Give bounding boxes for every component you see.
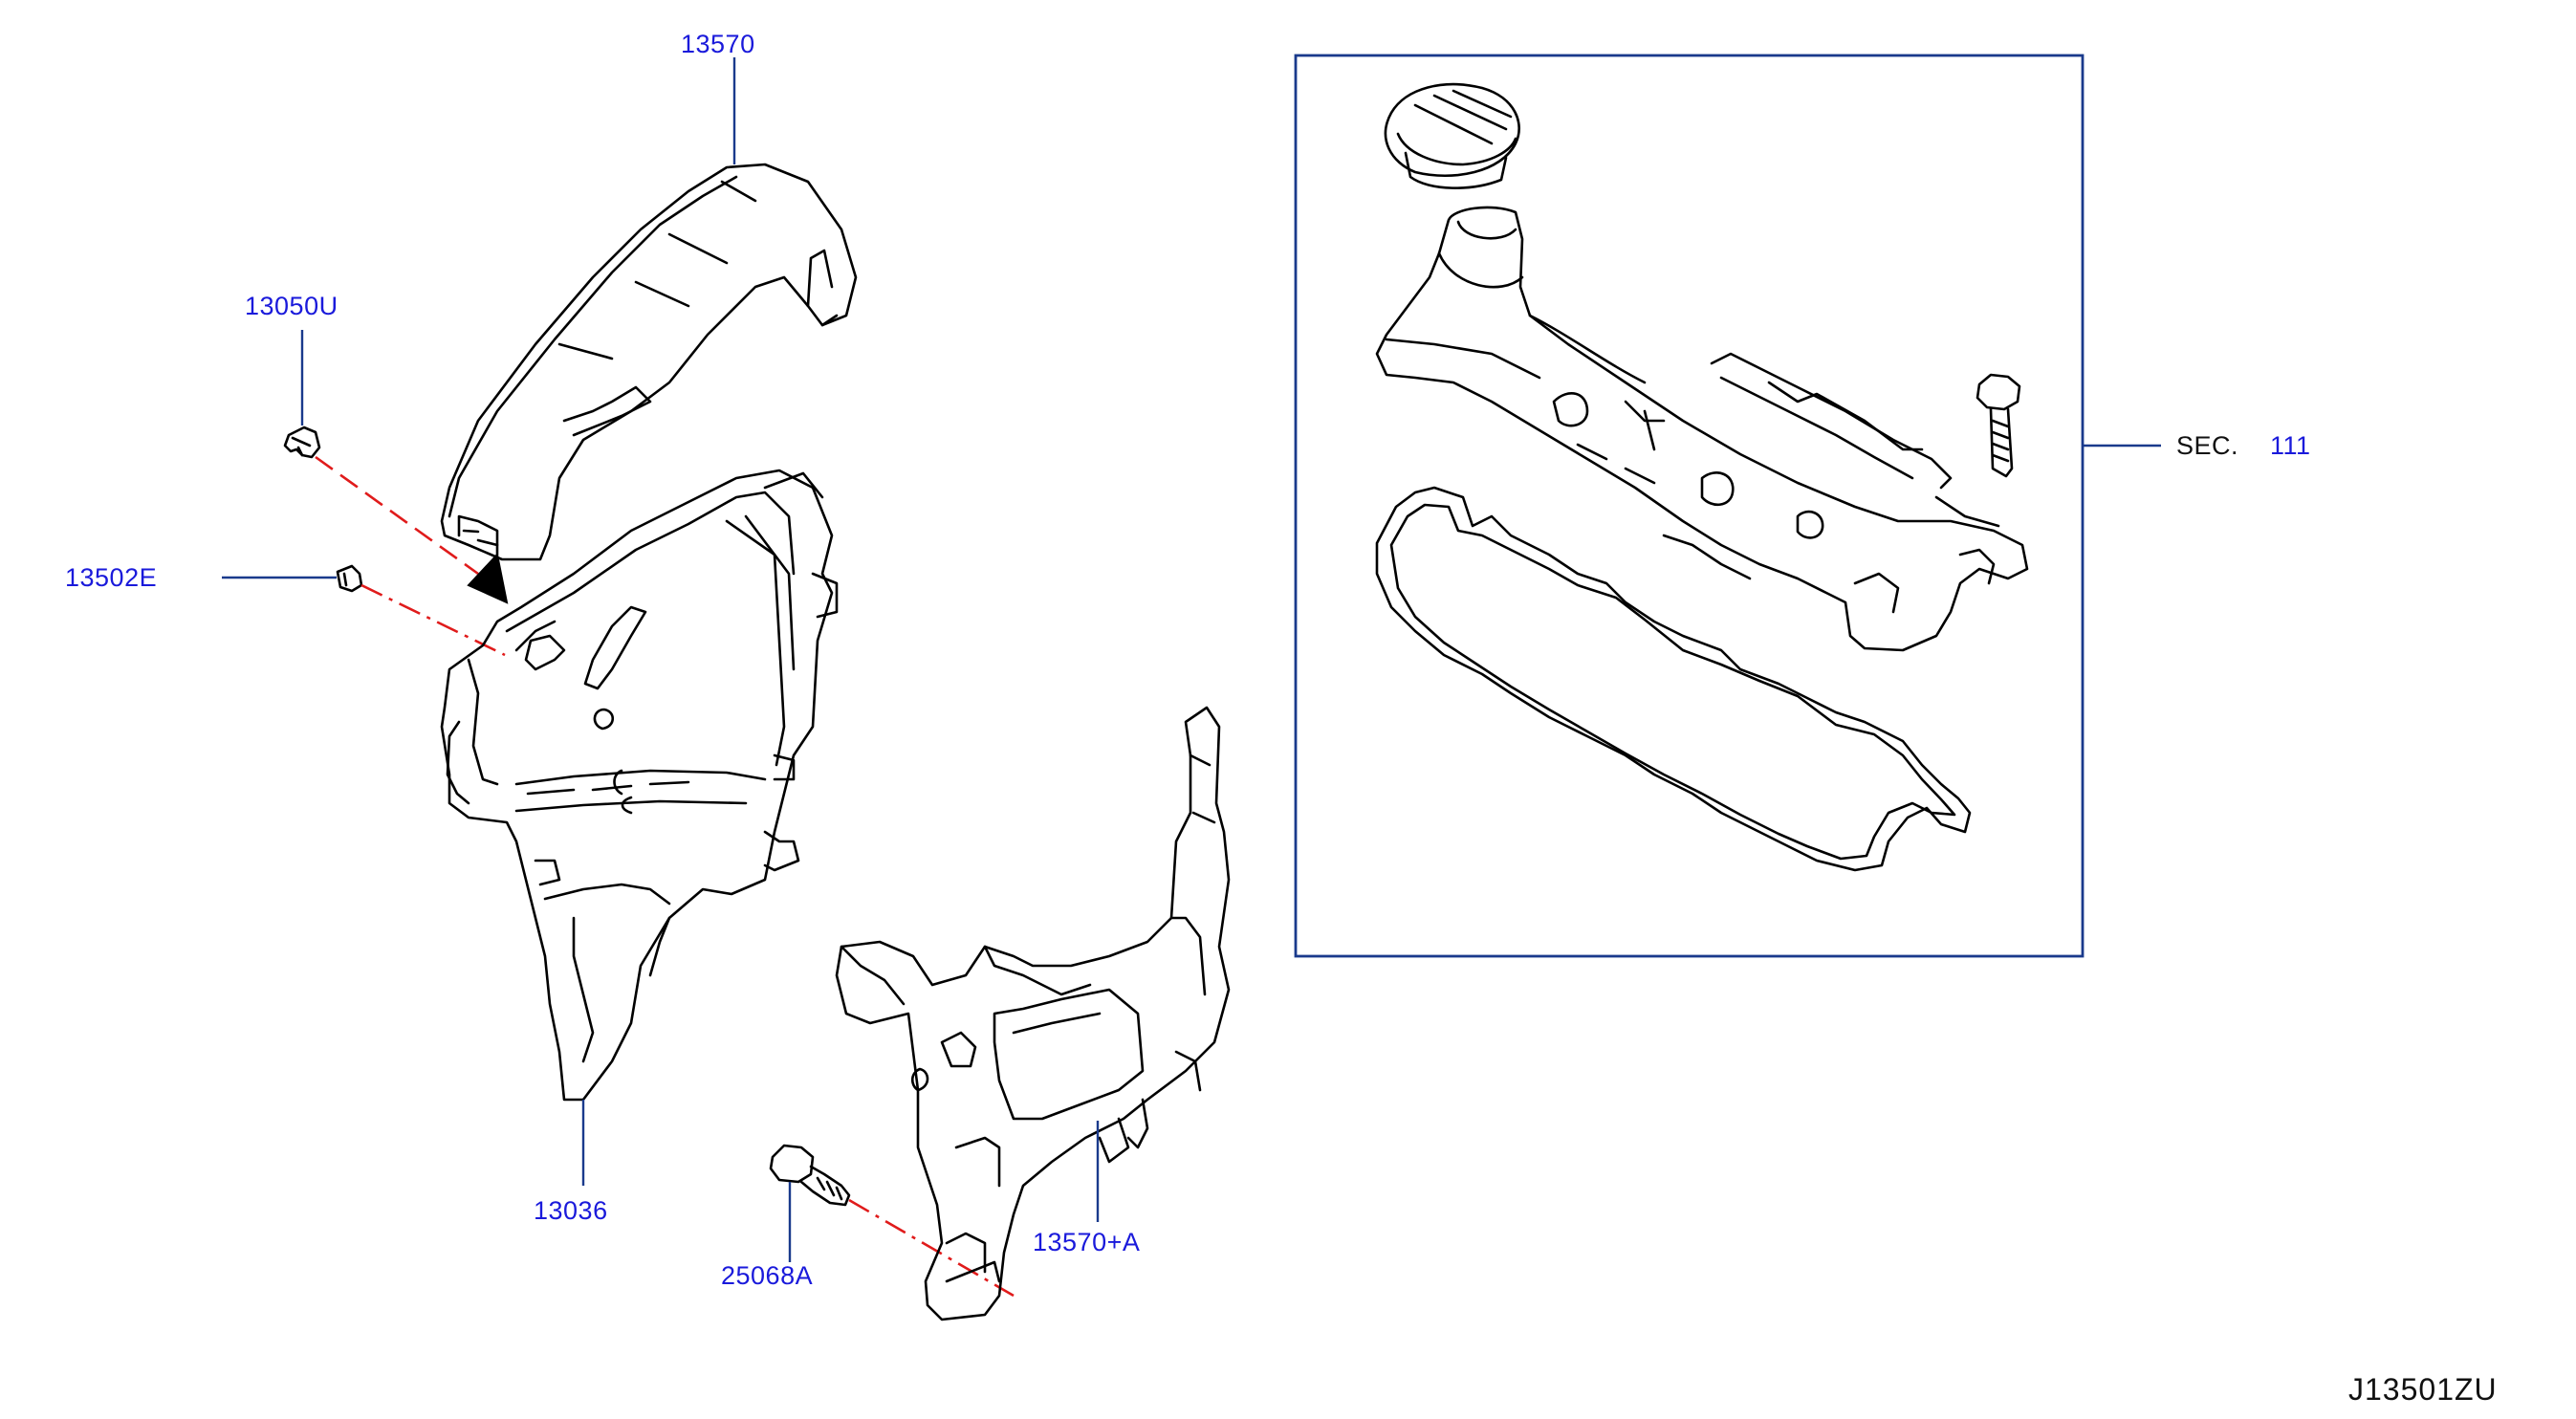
callout-sec-number: 111: [2270, 431, 2311, 460]
callout-13570a: 13570+A: [1033, 1228, 1141, 1256]
oil-filler-cap: [1384, 82, 1520, 189]
diagram-id: J13501ZU: [2348, 1372, 2498, 1407]
valve-cover-gasket: [1375, 486, 1972, 872]
sec-frame: [1294, 54, 2085, 958]
valve-cover: [1375, 206, 2029, 652]
flange-bolt: [769, 1144, 851, 1207]
install-line-clip: [315, 455, 479, 576]
lower-timing-cover: [835, 706, 1231, 1321]
callout-13050u: 13050U: [245, 292, 338, 320]
callout-sec-label: SEC.: [2176, 431, 2239, 460]
upper-timing-cover: [440, 163, 858, 561]
callout-13570: 13570: [681, 30, 755, 58]
inner-timing-cover: [440, 469, 839, 1102]
install-direction-arrow: [467, 552, 509, 604]
install-line-flange-bolt: [848, 1198, 1015, 1298]
callout-25068a: 25068A: [721, 1261, 814, 1290]
valve-cover-bolt: [1976, 373, 2021, 478]
clip: [283, 426, 321, 459]
callout-13036: 13036: [534, 1196, 608, 1225]
install-line-bolt: [360, 583, 506, 657]
small-bolt: [336, 564, 363, 593]
callout-13502e: 13502E: [65, 563, 158, 592]
